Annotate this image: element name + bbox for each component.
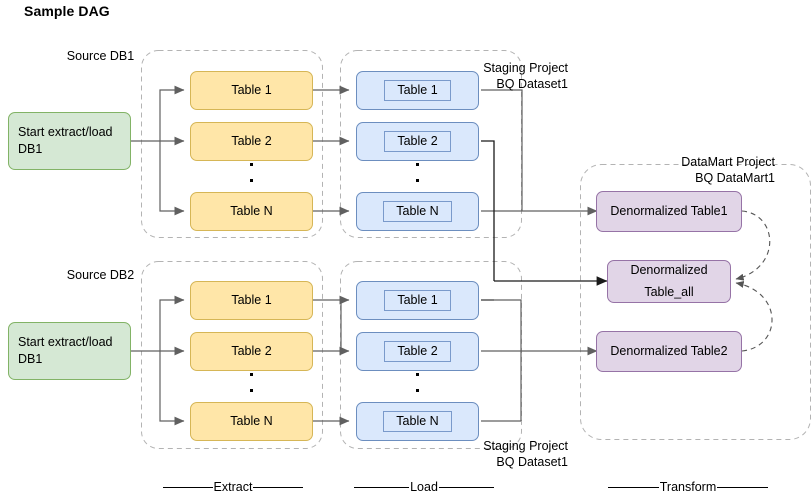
start-node-db1[interactable]: Start extract/load DB1 bbox=[8, 112, 131, 170]
extract-top-ellipsis bbox=[244, 163, 258, 182]
load-top-table-1-label: Table 1 bbox=[384, 80, 451, 101]
phase-extract: Extract bbox=[163, 478, 303, 496]
load-bottom-table-1-label: Table 1 bbox=[384, 290, 451, 311]
group-label-datamart: DataMart Project BQ DataMart1 bbox=[681, 155, 775, 185]
extract-top-table-2[interactable]: Table 2 bbox=[190, 122, 313, 161]
load-top-table-2-label: Table 2 bbox=[384, 131, 451, 152]
load-top-table-1[interactable]: Table 1 bbox=[356, 71, 479, 110]
phase-extract-label: Extract bbox=[213, 480, 253, 494]
load-top-table-n[interactable]: Table N bbox=[356, 192, 479, 231]
load-bottom-table-1[interactable]: Table 1 bbox=[356, 281, 479, 320]
load-bottom-table-2-label: Table 2 bbox=[384, 341, 451, 362]
extract-top-table-1[interactable]: Table 1 bbox=[190, 71, 313, 110]
start-node-db2[interactable]: Start extract/load DB1 bbox=[8, 322, 131, 380]
phase-extract-rule-left bbox=[163, 486, 213, 488]
load-top-table-2[interactable]: Table 2 bbox=[356, 122, 479, 161]
denormalized-table1[interactable]: Denormalized Table1 bbox=[596, 191, 742, 232]
load-top-ellipsis bbox=[410, 163, 424, 182]
phase-transform-rule-left bbox=[608, 486, 659, 488]
extract-bottom-table-2[interactable]: Table 2 bbox=[190, 332, 313, 371]
phase-extract-rule-right bbox=[253, 486, 303, 488]
denormalized-table2[interactable]: Denormalized Table2 bbox=[596, 331, 742, 372]
phase-load-rule-right bbox=[438, 486, 494, 488]
group-label-staging-top: Staging Project BQ Dataset1 bbox=[483, 61, 568, 91]
group-label-staging-bottom: Staging Project BQ Dataset1 bbox=[483, 439, 568, 469]
group-label-source-db1: Source DB1 bbox=[66, 49, 135, 63]
extract-bottom-table-1[interactable]: Table 1 bbox=[190, 281, 313, 320]
extract-bottom-ellipsis bbox=[244, 373, 258, 392]
group-label-source-db2: Source DB2 bbox=[66, 268, 135, 282]
extract-top-table-n[interactable]: Table N bbox=[190, 192, 313, 231]
phase-load: Load bbox=[354, 478, 494, 496]
phase-load-label: Load bbox=[410, 480, 438, 494]
phase-load-rule-left bbox=[354, 486, 410, 488]
load-bottom-table-n-label: Table N bbox=[383, 411, 452, 432]
load-bottom-table-n[interactable]: Table N bbox=[356, 402, 479, 441]
phase-transform-rule-right bbox=[717, 486, 768, 488]
phase-transform-label: Transform bbox=[659, 480, 717, 494]
load-top-table-n-label: Table N bbox=[383, 201, 452, 222]
page-title: Sample DAG bbox=[24, 3, 110, 19]
extract-bottom-table-n[interactable]: Table N bbox=[190, 402, 313, 441]
load-bottom-ellipsis bbox=[410, 373, 424, 392]
load-bottom-table-2[interactable]: Table 2 bbox=[356, 332, 479, 371]
phase-transform: Transform bbox=[608, 478, 768, 496]
denormalized-table-all[interactable]: Denormalized Table_all bbox=[607, 260, 731, 303]
